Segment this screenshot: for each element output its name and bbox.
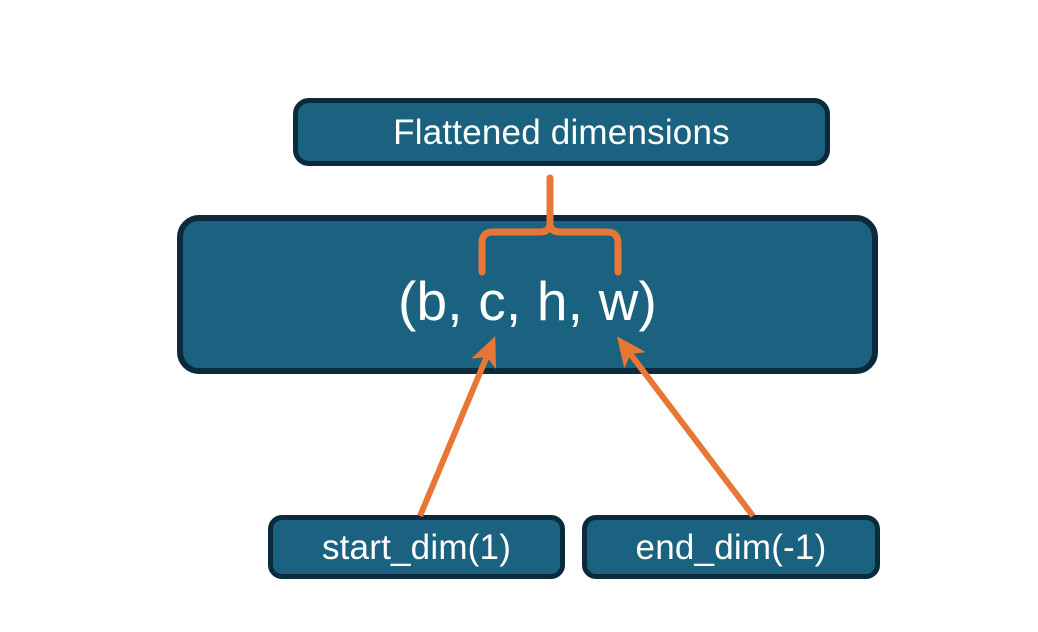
flattened-dimensions-box[interactable]: Flattened dimensions bbox=[293, 98, 830, 166]
start-dim-label: start_dim(1) bbox=[321, 527, 512, 567]
flattened-dimensions-label: Flattened dimensions bbox=[393, 112, 730, 152]
end-dim-box[interactable]: end_dim(-1) bbox=[582, 515, 880, 579]
tensor-shape-box[interactable]: (b, c, h, w) bbox=[177, 215, 878, 374]
start-dim-box[interactable]: start_dim(1) bbox=[268, 515, 565, 579]
tensor-shape-label: (b, c, h, w) bbox=[397, 270, 658, 332]
end-dim-label: end_dim(-1) bbox=[635, 527, 827, 567]
